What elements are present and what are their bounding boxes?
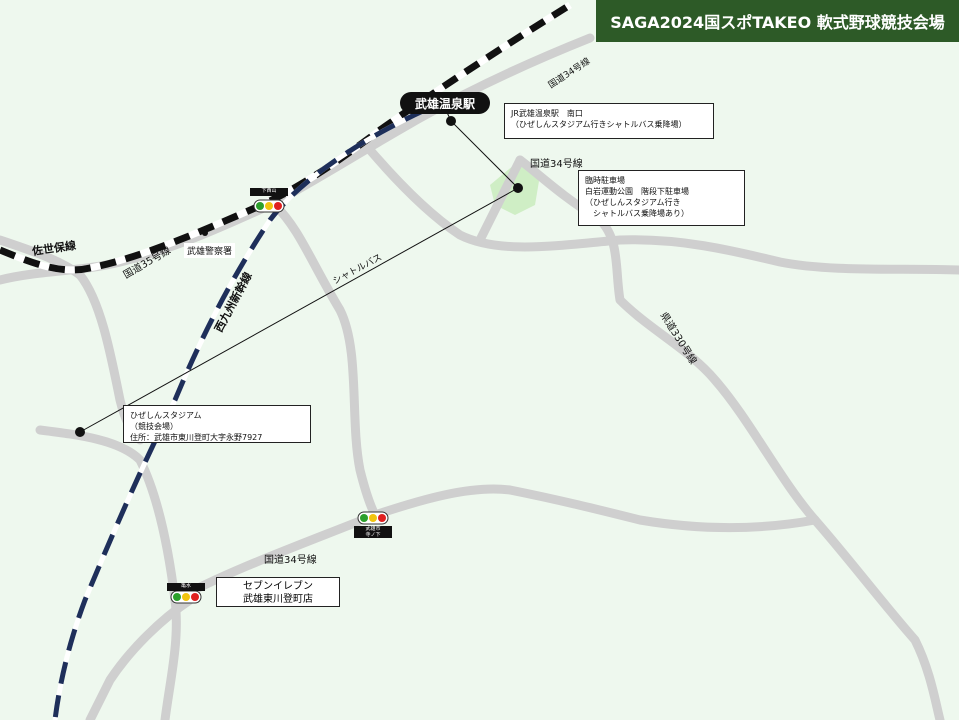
police-label: 武雄警察署 xyxy=(184,243,236,258)
signal-shimonishiyama-lights xyxy=(253,199,285,213)
signal-kamemizu-lights xyxy=(170,590,202,604)
callout-jr-stop: JR武雄温泉駅 南口 （ひぜしんスタジアム行きシャトルバス乗降場） xyxy=(504,103,714,139)
road-label-route34-mid: 国道34号線 xyxy=(530,159,583,170)
signal-kamemizu-label: 亀水 xyxy=(167,583,205,591)
rail-shinkansen-dash xyxy=(52,107,427,720)
signal-shimonishiyama-label: 下西山 xyxy=(250,188,288,196)
signal-teranoshita-label: 武雄市 寺ノ下 xyxy=(354,526,392,538)
road-route34-upper xyxy=(365,145,959,275)
road-pref330 xyxy=(475,155,525,245)
signal-teranoshita-lights xyxy=(357,511,389,525)
map-title: SAGA2024国スポTAKEO 軟式野球競技会場 xyxy=(596,0,959,42)
road-middle xyxy=(270,200,380,520)
station-label: 武雄温泉駅 xyxy=(400,92,490,114)
road-route34-arc xyxy=(170,484,820,605)
connector-jr-parking xyxy=(450,120,519,189)
parking-point xyxy=(513,183,523,193)
police-point xyxy=(202,230,208,236)
road-label-route34-low: 国道34号線 xyxy=(264,555,317,566)
callout-parking: 臨時駐車場 白岩運動公園 階段下駐車場 （ひぜしんスタジアム行き シャトルバス乗… xyxy=(578,170,745,226)
seven-eleven-text: セブンイレブン 武雄東川登町店 xyxy=(243,581,313,605)
road-route34-lower xyxy=(35,425,181,720)
jr-stop-point xyxy=(446,116,456,126)
seven-eleven-label: セブンイレブン 武雄東川登町店 xyxy=(216,577,340,607)
road-south xyxy=(85,595,195,720)
shuttle-line xyxy=(79,187,519,433)
stadium-point xyxy=(75,427,85,437)
callout-stadium: ひぜしんスタジアム （競技会場） 住所：武雄市東川登町大字永野7927 xyxy=(123,405,311,443)
